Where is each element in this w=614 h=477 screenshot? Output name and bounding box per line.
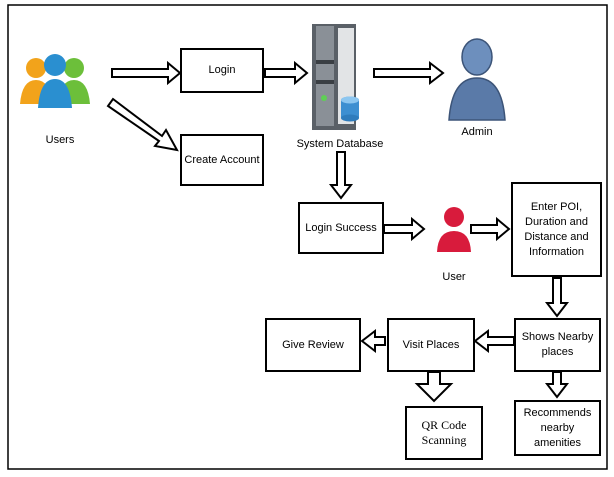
admin-person-icon	[448, 38, 506, 121]
system-database-label: System Database	[296, 138, 384, 150]
diagram-frame	[7, 4, 608, 470]
arrow-enter-poi-to-shows-nearby	[544, 277, 570, 318]
admin-label: Admin	[461, 126, 493, 138]
arrow-login-success-to-user	[383, 216, 426, 242]
arrow-shows-nearby-to-recommends	[544, 371, 570, 399]
arrow-visit-places-to-qr-code	[414, 371, 454, 403]
arrow-login-to-database	[264, 60, 309, 86]
arrow-database-to-login-success	[328, 151, 354, 200]
arrow-users-to-create-account	[106, 97, 179, 152]
arrow-shows-nearby-to-visit-places	[473, 328, 515, 354]
arrow-database-to-admin	[373, 60, 445, 86]
users-group-icon	[20, 54, 90, 108]
visit-places-box: Visit Places	[387, 318, 475, 372]
arrow-user-to-enter-poi	[470, 216, 511, 242]
enter-poi-box: Enter POI, Duration and Distance and Inf…	[511, 182, 602, 277]
user-label: User	[442, 271, 466, 283]
create-account-box: Create Account	[180, 134, 264, 186]
qr-code-box: QR Code Scanning	[405, 406, 483, 460]
recommends-box: Recommends nearby amenities	[514, 400, 601, 456]
arrow-users-to-login	[111, 60, 182, 86]
give-review-box: Give Review	[265, 318, 361, 372]
login-box: Login	[180, 48, 264, 93]
server-database-icon	[312, 24, 359, 130]
arrow-visit-places-to-give-review	[360, 328, 386, 354]
users-label: Users	[45, 134, 75, 146]
user-person-icon	[437, 207, 471, 252]
login-success-box: Login Success	[298, 202, 384, 254]
connector-arrows	[106, 60, 570, 403]
shows-nearby-box: Shows Nearby places	[514, 318, 601, 372]
